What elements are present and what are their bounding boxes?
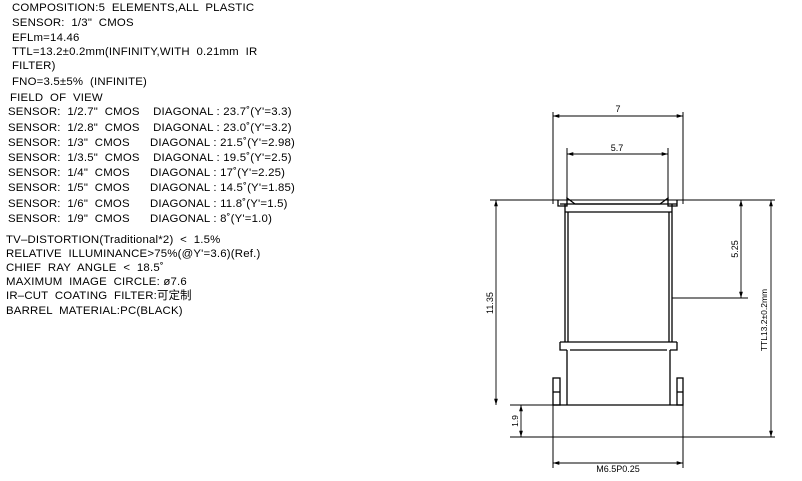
spec-fov-row: SENSOR: 1/5" CMOS DIAGONAL : 14.5˚(Y'=1.…: [8, 182, 296, 194]
spec-fno: FNO=3.5±5% (INFINITE): [12, 76, 148, 88]
spec-barrel-material: BARREL MATERIAL:PC(BLACK): [6, 305, 183, 317]
spec-fov-row: SENSOR: 1/9" CMOS DIAGONAL : 8˚(Y'=1.0): [8, 213, 273, 225]
spec-tv-distortion: TV–DISTORTION(Traditional*2) < 1.5%: [6, 234, 221, 246]
spec-fov-row: SENSOR: 1/6" CMOS DIAGONAL : 11.8˚(Y'=1.…: [8, 198, 288, 210]
dim-thread-spec: M6.5P0.25: [596, 464, 640, 474]
spec-fov-row: SENSOR: 1/2.8" CMOS DIAGONAL : 23.0˚(Y'=…: [8, 122, 292, 134]
spec-fov-row: SENSOR: 1/4" CMOS DIAGONAL : 17˚(Y'=2.25…: [8, 167, 286, 179]
dim-thread-height: 1.9: [510, 415, 520, 427]
dimension-lines: [494, 114, 773, 465]
spec-efl: EFLm=14.46: [12, 32, 80, 44]
dim-total-track-length: TTL13.2±0.2mm: [759, 289, 769, 351]
dim-top-width: 7: [615, 104, 620, 114]
extension-lines: [490, 112, 775, 468]
dim-upper-height: 5.25: [730, 240, 740, 258]
lens-barrel-outline: [552, 196, 684, 406]
spec-composition: COMPOSITION:5 ELEMENTS,ALL PLASTIC: [12, 2, 255, 14]
lens-outline-svg: 7 5.7 5.25 11.35 TTL13.2±0.2mm 1.9 M6.5P…: [485, 104, 775, 474]
spec-ir-cut-filter: IR–CUT COATING FILTER:可定制: [6, 290, 192, 302]
spec-ttl-filter: FILTER): [12, 60, 56, 72]
spec-image-circle: MAXIMUM IMAGE CIRCLE: ø7.6: [6, 276, 187, 288]
spec-ttl: TTL=13.2±0.2mm(INFINITY,WITH 0.21mm IR: [12, 46, 258, 58]
dim-body-height: 11.35: [485, 292, 495, 314]
spec-fov-heading: FIELD OF VIEW: [10, 92, 103, 104]
spec-sensor: SENSOR: 1/3" CMOS: [12, 17, 134, 29]
spec-fov-row: SENSOR: 1/3.5" CMOS DIAGONAL : 19.5˚(Y'=…: [8, 152, 292, 164]
spec-fov-row: SENSOR: 1/3" CMOS DIAGONAL : 21.5˚(Y'=2.…: [8, 137, 296, 149]
lens-technical-drawing: 7 5.7 5.25 11.35 TTL13.2±0.2mm 1.9 M6.5P…: [440, 0, 802, 476]
spec-chief-ray-angle: CHIEF RAY ANGLE < 18.5˚: [6, 262, 164, 274]
lens-specification-text: COMPOSITION:5 ELEMENTS,ALL PLASTIC SENSO…: [6, 2, 296, 317]
spec-relative-illuminance: RELATIVE ILLUMINANCE>75%(@Y'=3.6)(Ref.): [6, 248, 261, 260]
dim-inner-width: 5.7: [611, 143, 624, 153]
spec-fov-row: SENSOR: 1/2.7" CMOS DIAGONAL : 23.7˚(Y'=…: [8, 106, 292, 118]
